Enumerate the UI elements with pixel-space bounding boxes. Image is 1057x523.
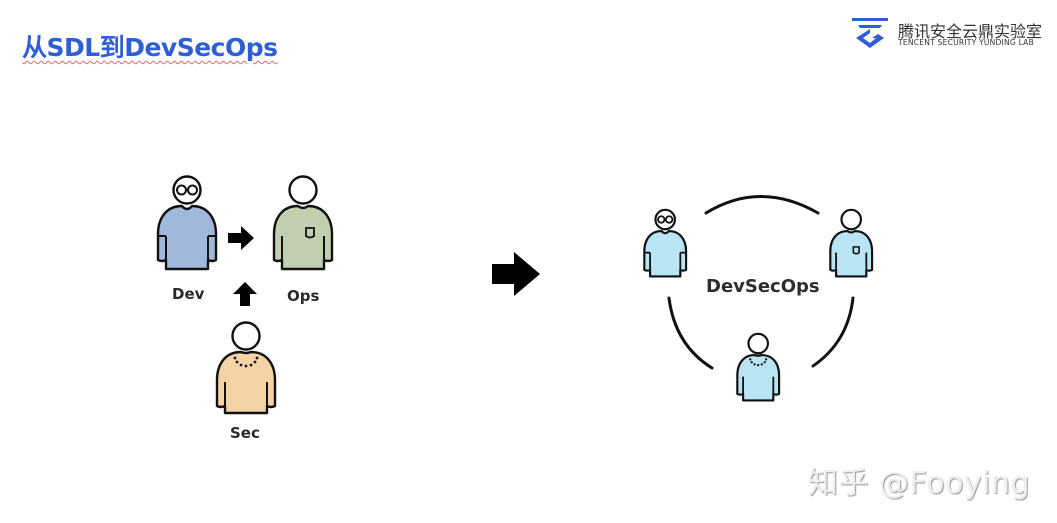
ops-person-icon — [272, 175, 334, 271]
transition-arrow-icon — [492, 252, 540, 296]
logo-name-cn: 腾讯安全云鼎实验室 — [898, 22, 1043, 41]
sec-person-icon — [215, 321, 277, 415]
necklace-icon — [233, 356, 259, 368]
slide-title: 从SDL到DevSecOps — [22, 33, 278, 62]
up-arrow-icon — [233, 282, 257, 306]
sec-person-icon — [736, 332, 781, 402]
right-arrow-icon — [228, 226, 254, 250]
cycle-arc-left — [667, 296, 714, 370]
devsecops-cycle — [643, 195, 874, 402]
watermark: 知乎 @Fooying — [808, 466, 1031, 501]
ops-label: Ops — [287, 287, 320, 305]
devsecops-label: DevSecOps — [706, 276, 820, 297]
cycle-arc-right — [811, 296, 855, 368]
logo-name-en: TENCENT SECURITY YUNDING LAB — [898, 38, 1034, 47]
cycle-arc-top — [704, 195, 820, 215]
sec-label: Sec — [230, 424, 260, 442]
yunding-lab-logo-icon — [852, 18, 888, 48]
ops-person-icon — [829, 208, 874, 278]
yunding-lab-logo: 腾讯安全云鼎实验室 TENCENT SECURITY YUNDING LAB — [850, 14, 1050, 54]
dev-person-icon — [156, 175, 218, 271]
dev-label: Dev — [172, 285, 205, 303]
dev-person-icon — [643, 208, 688, 278]
